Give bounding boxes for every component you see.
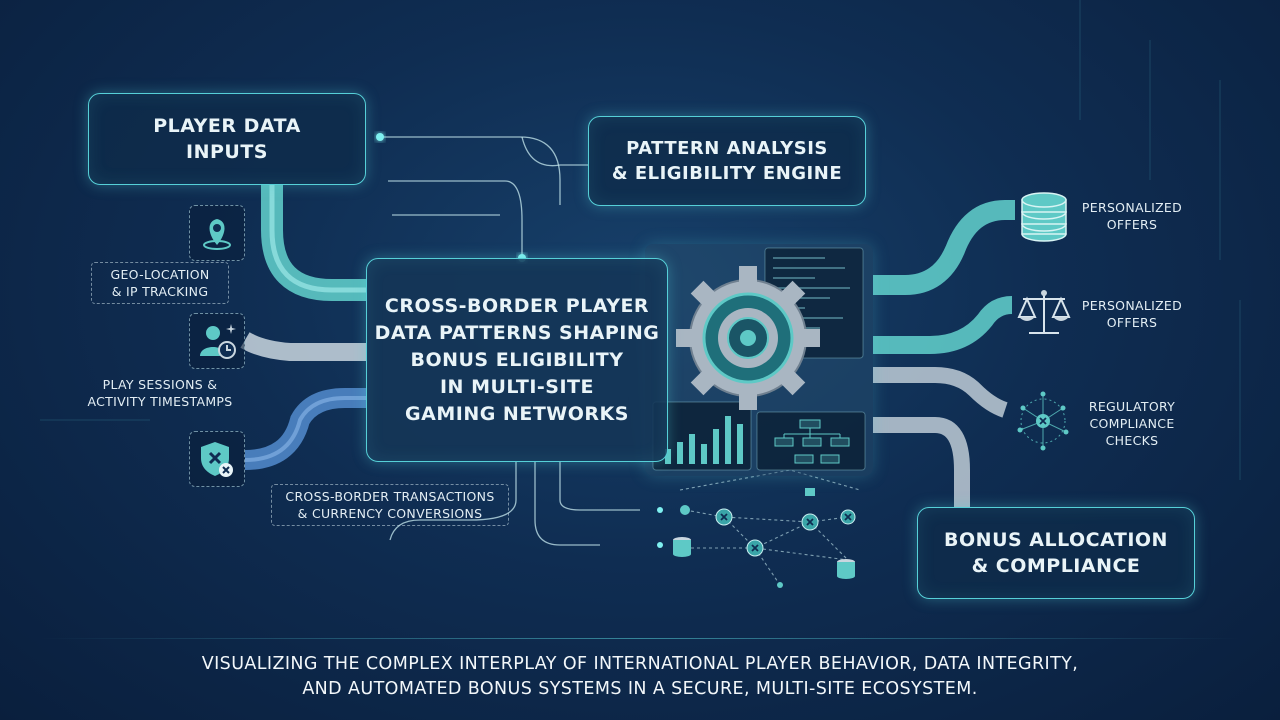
pattern-analysis-box: Pattern Analysis & Eligibility Engine [588,116,866,206]
shield-x-icon [189,431,245,487]
personalized-offers-label-1: Personalized Offers [1081,200,1183,232]
center-title: Cross-Border Player Data Patterns Shapin… [374,294,660,425]
play-sessions-label: Play Sessions & Activity Timestamps [87,377,233,409]
footer-caption: Visualizing the complex interplay of int… [201,654,1079,699]
pipe-transactions [244,388,366,470]
network-nodes-icon [1017,391,1069,451]
footer-divider [40,638,1240,639]
center-title-box: Cross-Border Player Data Patterns Shapin… [366,258,668,462]
pipe-play-sessions [240,332,366,361]
location-pin-icon [189,205,245,261]
personalized-offers-label-2: Personalized Offers [1081,298,1183,330]
regulatory-compliance-label: Regulatory Compliance Checks [1088,399,1176,448]
cross-border-transactions-label: Cross-Border Transactions & Currency Con… [271,484,509,526]
pattern-analysis-title: Pattern Analysis & Eligibility Engine [611,138,843,184]
player-data-inputs-title: Player Data Inputs [153,115,301,163]
network-graph [679,469,861,586]
player-data-inputs-box: Player Data Inputs [88,93,366,185]
coin-stack-icon [1021,192,1067,242]
pipe-bonus [873,417,970,507]
bonus-allocation-title: Bonus Allocation & Compliance [944,529,1168,577]
user-clock-icon [189,313,245,369]
balance-scale-icon [1017,290,1071,334]
pipe-offers-2 [873,296,1013,354]
analytics-dashboard [645,244,873,476]
pipe-regulatory [873,367,1008,418]
pipe-offers-1 [873,200,1015,295]
bonus-allocation-box: Bonus Allocation & Compliance [917,507,1195,599]
geo-location-label: Geo-Location & IP Tracking [91,262,229,304]
